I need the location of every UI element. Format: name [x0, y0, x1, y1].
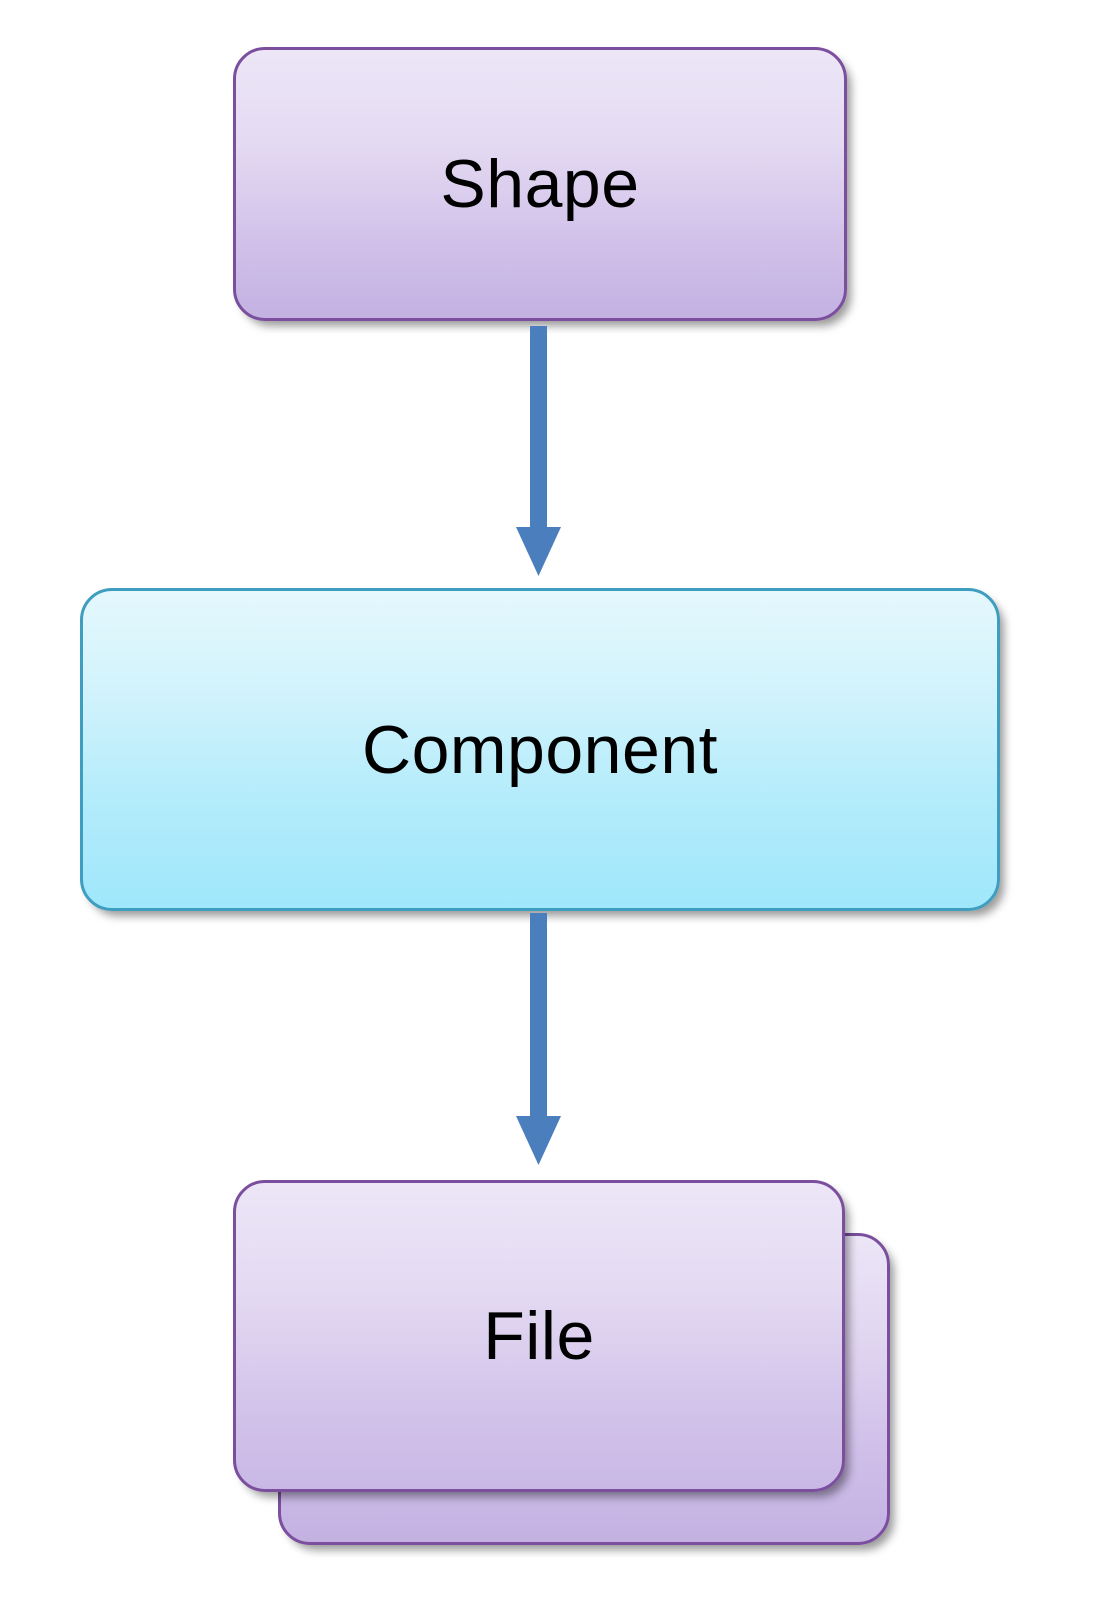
- connector-component-to-file-arrow[interactable]: [500, 913, 620, 1173]
- arrow-down-icon: [516, 913, 561, 1165]
- node-file-label: File: [483, 1298, 595, 1374]
- arrow-down-icon: [516, 326, 561, 576]
- node-component-label: Component: [361, 711, 719, 788]
- node-file-front-card[interactable]: File: [233, 1180, 845, 1492]
- node-shape-label: Shape: [440, 146, 640, 222]
- node-file[interactable]: File: [233, 1180, 893, 1550]
- node-shape[interactable]: Shape: [233, 47, 847, 321]
- node-component[interactable]: Component: [80, 588, 1000, 911]
- connector-shape-to-component-arrow[interactable]: [500, 326, 620, 582]
